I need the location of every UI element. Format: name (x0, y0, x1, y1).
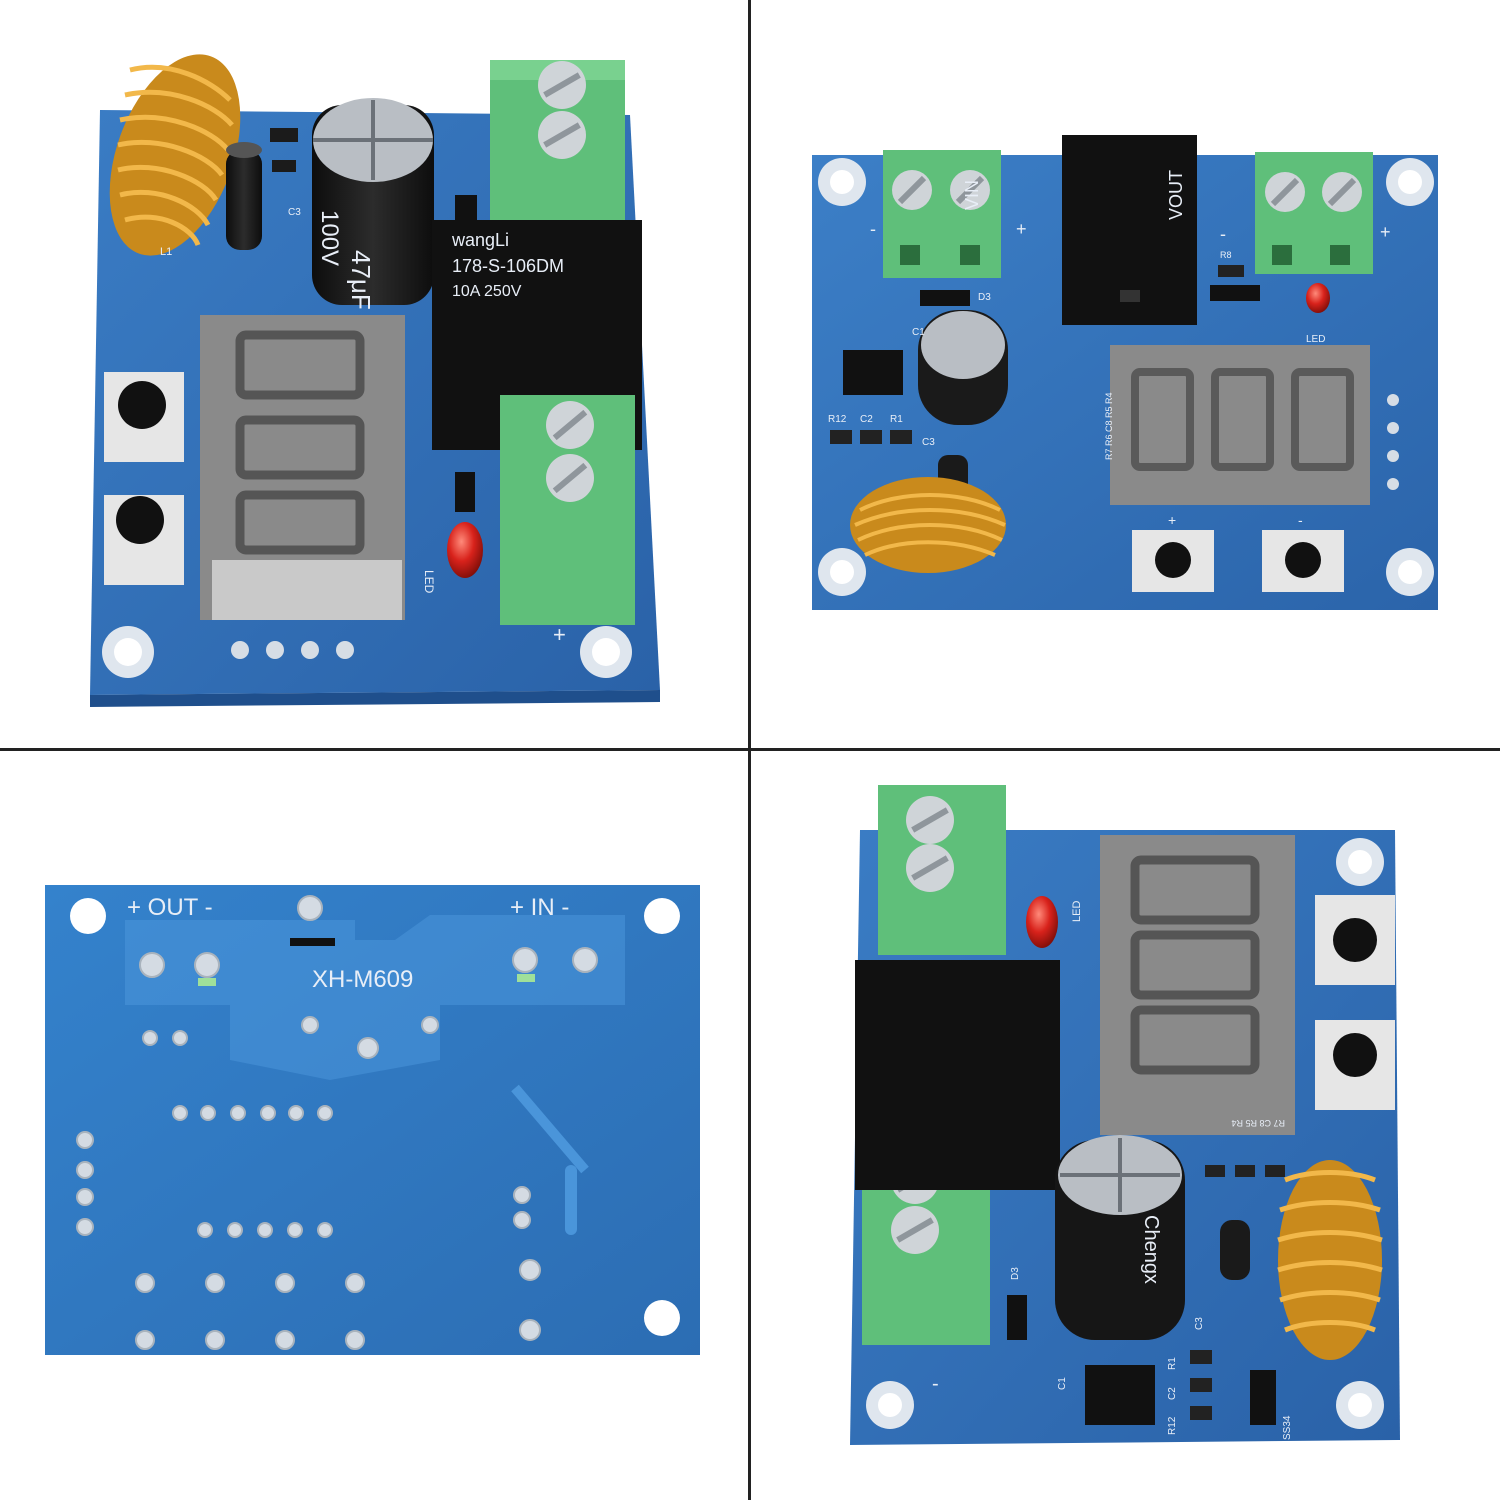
minus-right-label: - (1220, 224, 1226, 244)
led-indicator (1306, 283, 1330, 313)
pcb-board-rotated-view: LED Chengx R (850, 785, 1400, 1445)
electrolytic-capacitor: 47μF 100V (312, 98, 434, 310)
push-button-upper (1315, 895, 1395, 985)
button-plus-label: + (1168, 512, 1176, 528)
screw-terminal-bottom (500, 395, 635, 625)
push-button-minus (1262, 530, 1344, 592)
header-pads (231, 641, 354, 659)
seven-segment-display (1100, 835, 1295, 1135)
photo-panel-top-left: L1 47μF 100V C3 wangLi 178-S-106DM 10A 2… (0, 0, 750, 750)
mounting-hole (70, 898, 680, 1336)
relay-model-label: 178-S-106DM (452, 256, 564, 276)
push-button-lower (104, 495, 184, 585)
c3-label: C3 (1194, 1317, 1205, 1330)
cap-ref-label: C3 (288, 207, 301, 218)
screw-terminal-vout (1255, 152, 1373, 274)
photo-panel-bottom-right: LED Chengx R (750, 750, 1500, 1500)
ss34-label: SS34 (1282, 1415, 1293, 1440)
r-series-label: R7 R6 C8 R5 R4 (1104, 392, 1114, 460)
r-series-label: R7 C8 R5 R4 (1231, 1118, 1285, 1128)
plus-label: + (553, 622, 566, 647)
relay (1062, 135, 1197, 325)
toroid-inductor (1277, 1160, 1383, 1360)
c3-label: C3 (922, 437, 935, 448)
seven-segment-display (1110, 345, 1370, 505)
r12-label: R12 (828, 414, 847, 425)
model-label: XH-M609 (312, 966, 413, 993)
capacitor-value-label: 47μF (346, 250, 376, 310)
mounting-hole (102, 626, 154, 678)
push-button-plus (1132, 530, 1214, 592)
diode-ss34 (1250, 1370, 1276, 1425)
minus-label: - (932, 1373, 939, 1395)
ic-chip (843, 350, 903, 395)
inductor-label: L1 (160, 246, 172, 258)
out-label: + OUT - (127, 894, 213, 921)
d3-label: D3 (1010, 1267, 1021, 1280)
push-button-upper (104, 372, 184, 462)
seven-segment-display (200, 315, 405, 620)
toroid-inductor: L1 (109, 54, 241, 258)
header-pads (1387, 394, 1399, 490)
vin-label: VIN (962, 180, 982, 210)
pcb-board-landscape-view: VIN - + VOUT - + D3 R8 LED C1 C3 R12 C2 … (812, 135, 1438, 610)
screw-terminal-vin (883, 150, 1001, 278)
r8-label: R8 (1220, 250, 1232, 260)
led-label: LED (422, 570, 436, 594)
capacitor-voltage-label: 100V (316, 210, 343, 266)
r1-label: R1 (890, 414, 903, 425)
relay-brand-label: wangLi (451, 230, 509, 250)
minus-left-label: - (870, 219, 876, 239)
led-indicator: LED (422, 472, 483, 594)
led-label: LED (1071, 901, 1083, 922)
vout-label: VOUT (1166, 170, 1186, 220)
led-label: LED (1306, 334, 1325, 345)
electrolytic-capacitor: Chengx (1055, 1135, 1185, 1340)
push-button-lower (1315, 1020, 1395, 1110)
plus-left-label: + (1016, 219, 1027, 239)
solder-pads (76, 895, 598, 1350)
r1-label: R1 (1167, 1357, 1178, 1370)
in-label: + IN - (510, 894, 569, 921)
pcb-board-top-view: L1 47μF 100V C3 wangLi 178-S-106DM 10A 2… (90, 54, 660, 707)
grid-divider-horizontal (0, 748, 1500, 751)
button-minus-label: - (1298, 512, 1303, 528)
relay (855, 960, 1060, 1190)
mounting-hole (580, 626, 632, 678)
r12-label: R12 (1167, 1416, 1178, 1435)
c2-label: C2 (1167, 1387, 1178, 1400)
ic-chip (1085, 1365, 1155, 1425)
screw-terminal-top (878, 785, 1006, 955)
toroid-inductor (850, 477, 1006, 573)
relay-rating-label: 10A 250V (452, 283, 522, 300)
c1-label: C1 (1057, 1377, 1068, 1390)
c2-label: C2 (860, 414, 873, 425)
c1-label: C1 (912, 327, 925, 338)
photo-panel-bottom-left: + OUT - + IN - XH-M609 (0, 750, 750, 1500)
electrolytic-capacitor (918, 310, 1008, 425)
small-capacitor (226, 142, 262, 250)
photo-panel-top-right: VIN - + VOUT - + D3 R8 LED C1 C3 R12 C2 … (750, 0, 1500, 750)
plus-right-label: + (1380, 222, 1391, 242)
pcb-board-bottom-view: + OUT - + IN - XH-M609 (45, 885, 700, 1355)
d3-label: D3 (978, 292, 991, 303)
led-indicator (1026, 896, 1058, 948)
capacitor-brand-label: Chengx (1140, 1215, 1162, 1284)
screw-terminal-top (490, 60, 625, 220)
